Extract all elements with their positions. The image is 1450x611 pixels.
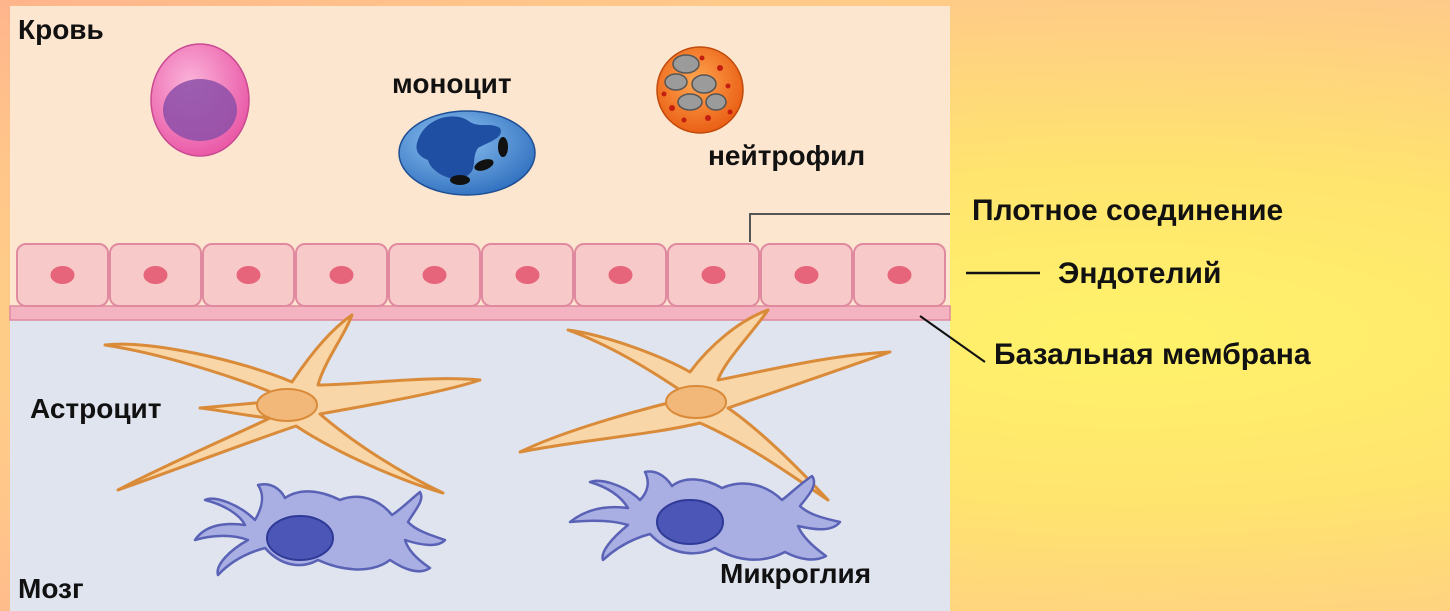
- microglia-label: Микроглия: [720, 560, 871, 588]
- endothelial-nucleus: [144, 266, 168, 284]
- endothelium-label: Эндотелий: [1058, 259, 1221, 289]
- endothelial-cells: [17, 244, 945, 306]
- brain-label: Мозг: [18, 575, 84, 603]
- endothelial-nucleus: [888, 266, 912, 284]
- lymphocyte-cell: [151, 44, 249, 156]
- endothelial-nucleus: [423, 266, 447, 284]
- microglia-cell-2: [570, 472, 840, 560]
- astrocyte-label: Астроцит: [30, 395, 161, 423]
- neutrophil-label: нейтрофил: [708, 142, 865, 170]
- monocyte-cell: [399, 111, 535, 195]
- endothelial-nucleus: [609, 266, 633, 284]
- monocyte-label: моноцит: [392, 70, 512, 98]
- blood-label: Кровь: [18, 16, 104, 44]
- endothelial-nucleus: [702, 266, 726, 284]
- basement-membrane-label: Базальная мембрана: [994, 340, 1311, 370]
- neutrophil-cell: [657, 47, 743, 133]
- endothelial-nucleus: [330, 266, 354, 284]
- endothelial-nucleus: [237, 266, 261, 284]
- endothelial-nucleus: [51, 266, 75, 284]
- tight-junction-label: Плотное соединение: [972, 196, 1283, 226]
- basement-membrane: [10, 306, 950, 320]
- endothelial-nucleus: [516, 266, 540, 284]
- endothelium-layer: [10, 244, 950, 320]
- endothelial-nucleus: [795, 266, 819, 284]
